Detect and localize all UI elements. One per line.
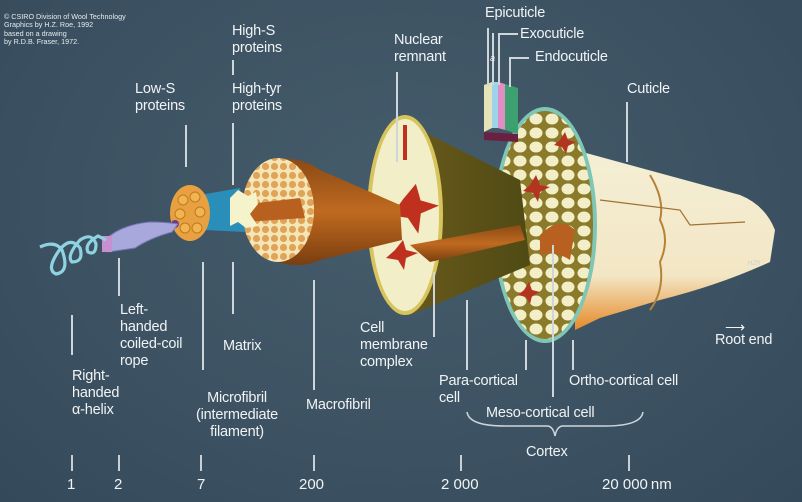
leader-line bbox=[396, 72, 398, 162]
label-macrofibril: Macrofibril bbox=[306, 397, 371, 413]
leader-line bbox=[498, 33, 518, 35]
cell-cone bbox=[367, 115, 530, 315]
scale-label: 2 000 bbox=[441, 476, 479, 493]
cortex-brace bbox=[466, 411, 644, 437]
leader-line bbox=[509, 57, 511, 87]
scale-value: 20 000 bbox=[602, 476, 648, 493]
label-line: Cell bbox=[360, 320, 385, 336]
scale-tick bbox=[460, 455, 462, 471]
leader-line bbox=[466, 300, 468, 370]
label-matrix: Matrix bbox=[223, 338, 262, 354]
leader-line bbox=[71, 315, 73, 355]
leader-line bbox=[433, 272, 435, 337]
leader-line bbox=[626, 102, 628, 162]
leader-line bbox=[232, 262, 234, 314]
credit-line: based on a drawing bbox=[4, 28, 67, 38]
leader-line bbox=[498, 33, 500, 85]
label-line: Para-cortical bbox=[439, 373, 518, 389]
leader-line bbox=[492, 33, 494, 85]
label-line: High-S bbox=[232, 23, 276, 39]
credit-line: Graphics by H.Z. Roe, 1992 bbox=[4, 20, 94, 30]
leader-line bbox=[572, 340, 574, 370]
leader-line bbox=[487, 28, 489, 86]
scale-label: 2 bbox=[114, 476, 123, 493]
label-line: complex bbox=[360, 354, 413, 370]
leader-line bbox=[202, 262, 204, 370]
leader-line bbox=[232, 123, 234, 185]
scale-tick bbox=[118, 455, 120, 471]
artist-signature: HZR bbox=[748, 261, 761, 267]
label-line: High-tyr bbox=[232, 81, 282, 97]
label-line: Left- bbox=[120, 302, 149, 318]
label-line: cell bbox=[439, 390, 460, 406]
cuticle-layers bbox=[484, 82, 518, 142]
scale-tick bbox=[313, 455, 315, 471]
copyright-credit: © CSIRO Division of Wool Technology Grap… bbox=[4, 12, 126, 46]
macrofibril-shape bbox=[240, 158, 402, 265]
label-line: Nuclear bbox=[394, 32, 443, 48]
arrow-right-icon: ⟶ bbox=[725, 319, 745, 335]
cuticle-shape bbox=[575, 150, 775, 330]
label-line: rope bbox=[120, 353, 149, 369]
label-line: Right- bbox=[72, 368, 110, 384]
microfibril-shape bbox=[170, 185, 258, 241]
scale-label: 7 bbox=[197, 476, 206, 493]
leader-line bbox=[118, 258, 120, 296]
coiled-coil-rope bbox=[102, 221, 179, 253]
label-meso-cortical-cell: Meso-cortical cell bbox=[486, 405, 595, 421]
leader-line bbox=[525, 340, 527, 370]
label-epicuticle: Epicuticle bbox=[485, 5, 546, 21]
label-line: remnant bbox=[394, 49, 446, 65]
label-line: (intermediate bbox=[196, 407, 279, 423]
credit-line: © CSIRO Division of Wool Technology bbox=[4, 12, 126, 21]
alpha-helix bbox=[39, 234, 107, 276]
scale-tick bbox=[200, 455, 202, 471]
scale-label: 1 bbox=[67, 476, 76, 493]
credit-line: by R.D.B. Fraser, 1972. bbox=[4, 36, 80, 46]
scale-tick bbox=[71, 455, 73, 471]
label-endocuticle: Endocuticle bbox=[535, 49, 608, 65]
label-line: filament) bbox=[210, 424, 264, 440]
label-a-layer: a bbox=[490, 53, 495, 63]
label-root-end: ⟶ Root end bbox=[715, 319, 773, 349]
scale-unit: nm bbox=[650, 476, 672, 493]
leader-line bbox=[509, 57, 529, 59]
label-line: proteins bbox=[232, 98, 282, 114]
leader-line bbox=[552, 245, 554, 397]
label-line: handed bbox=[72, 385, 120, 401]
cortex-cross-section bbox=[493, 107, 597, 343]
leader-line bbox=[185, 125, 187, 167]
label-line: Microfibril bbox=[207, 390, 267, 406]
label-line: α-helix bbox=[72, 402, 114, 418]
label-ortho-cortical-cell: Ortho-cortical cell bbox=[569, 373, 679, 389]
label-line: coiled-coil bbox=[120, 336, 183, 352]
label-cuticle: Cuticle bbox=[627, 81, 670, 97]
label-line: Low-S bbox=[135, 81, 176, 97]
label-cortex: Cortex bbox=[526, 444, 568, 460]
scale-label: 200 bbox=[299, 476, 325, 493]
label-line: handed bbox=[120, 319, 168, 335]
scale-tick bbox=[628, 455, 630, 471]
label-line: proteins bbox=[232, 40, 282, 56]
leader-line bbox=[232, 60, 234, 75]
label-line: membrane bbox=[360, 337, 428, 353]
leader-line bbox=[313, 280, 315, 390]
label-line: Root end bbox=[715, 332, 773, 348]
label-exocuticle: Exocuticle bbox=[520, 26, 585, 42]
label-line: proteins bbox=[135, 98, 185, 114]
